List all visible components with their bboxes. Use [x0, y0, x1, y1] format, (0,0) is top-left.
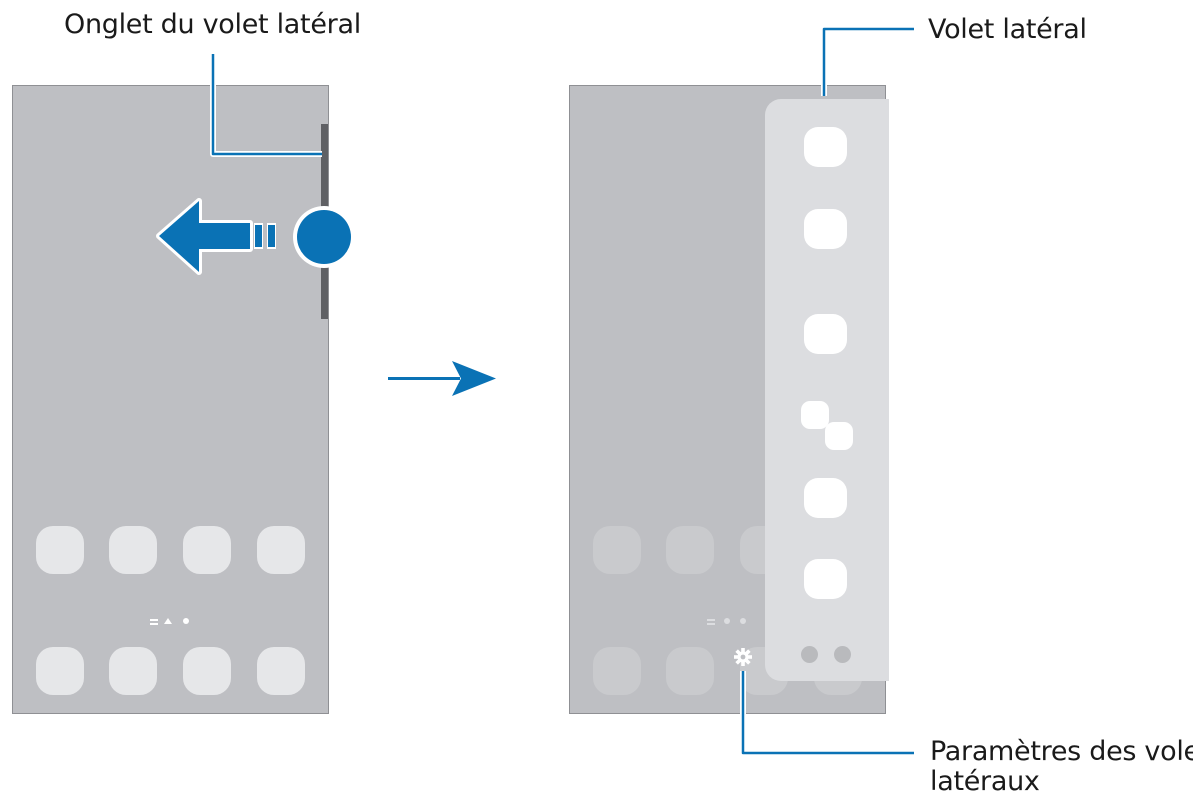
app-pair-icon[interactable]: [801, 401, 829, 429]
app-icon: [109, 647, 157, 695]
edge-panel-label: Volet latéral: [928, 14, 1087, 45]
edge-handle-label: Onglet du volet latéral: [64, 9, 361, 40]
panel-app-icon[interactable]: [804, 559, 847, 599]
swipe-left-arrow-icon: [156, 198, 276, 275]
panel-app-icon[interactable]: [804, 209, 847, 249]
page-indicator-dot: [801, 646, 818, 663]
panel-app-icon[interactable]: [804, 478, 847, 518]
edge-panel-callout-line: [821, 26, 914, 96]
app-icon: [666, 526, 714, 574]
edge-panel-settings-callout-line: [740, 671, 914, 756]
page-indicator: [150, 618, 189, 625]
page-indicator-dot: [834, 646, 851, 663]
app-icon: [257, 526, 305, 574]
app-pair-icon[interactable]: [825, 422, 853, 450]
app-icon: [183, 647, 231, 695]
app-icon: [36, 526, 84, 574]
right-arrow-icon: [388, 361, 496, 396]
panel-app-icon[interactable]: [804, 314, 847, 354]
app-icon: [593, 647, 641, 695]
home-screen-phone: [12, 85, 329, 714]
app-icon: [183, 526, 231, 574]
edge-panel[interactable]: [765, 99, 889, 681]
app-icon: [593, 526, 641, 574]
touch-point-icon: [293, 206, 355, 268]
page-indicator: [707, 618, 746, 625]
edge-panel-settings-label-line2: latéraux: [930, 766, 1040, 797]
app-icon: [36, 647, 84, 695]
app-icon: [257, 647, 305, 695]
edge-handle-callout-line: [210, 54, 322, 157]
panel-app-icon[interactable]: [804, 127, 847, 167]
app-icon: [109, 526, 157, 574]
app-icon: [666, 647, 714, 695]
edge-panel-settings-label-line1: Paramètres des volets: [930, 736, 1193, 767]
gear-icon[interactable]: [734, 648, 752, 666]
